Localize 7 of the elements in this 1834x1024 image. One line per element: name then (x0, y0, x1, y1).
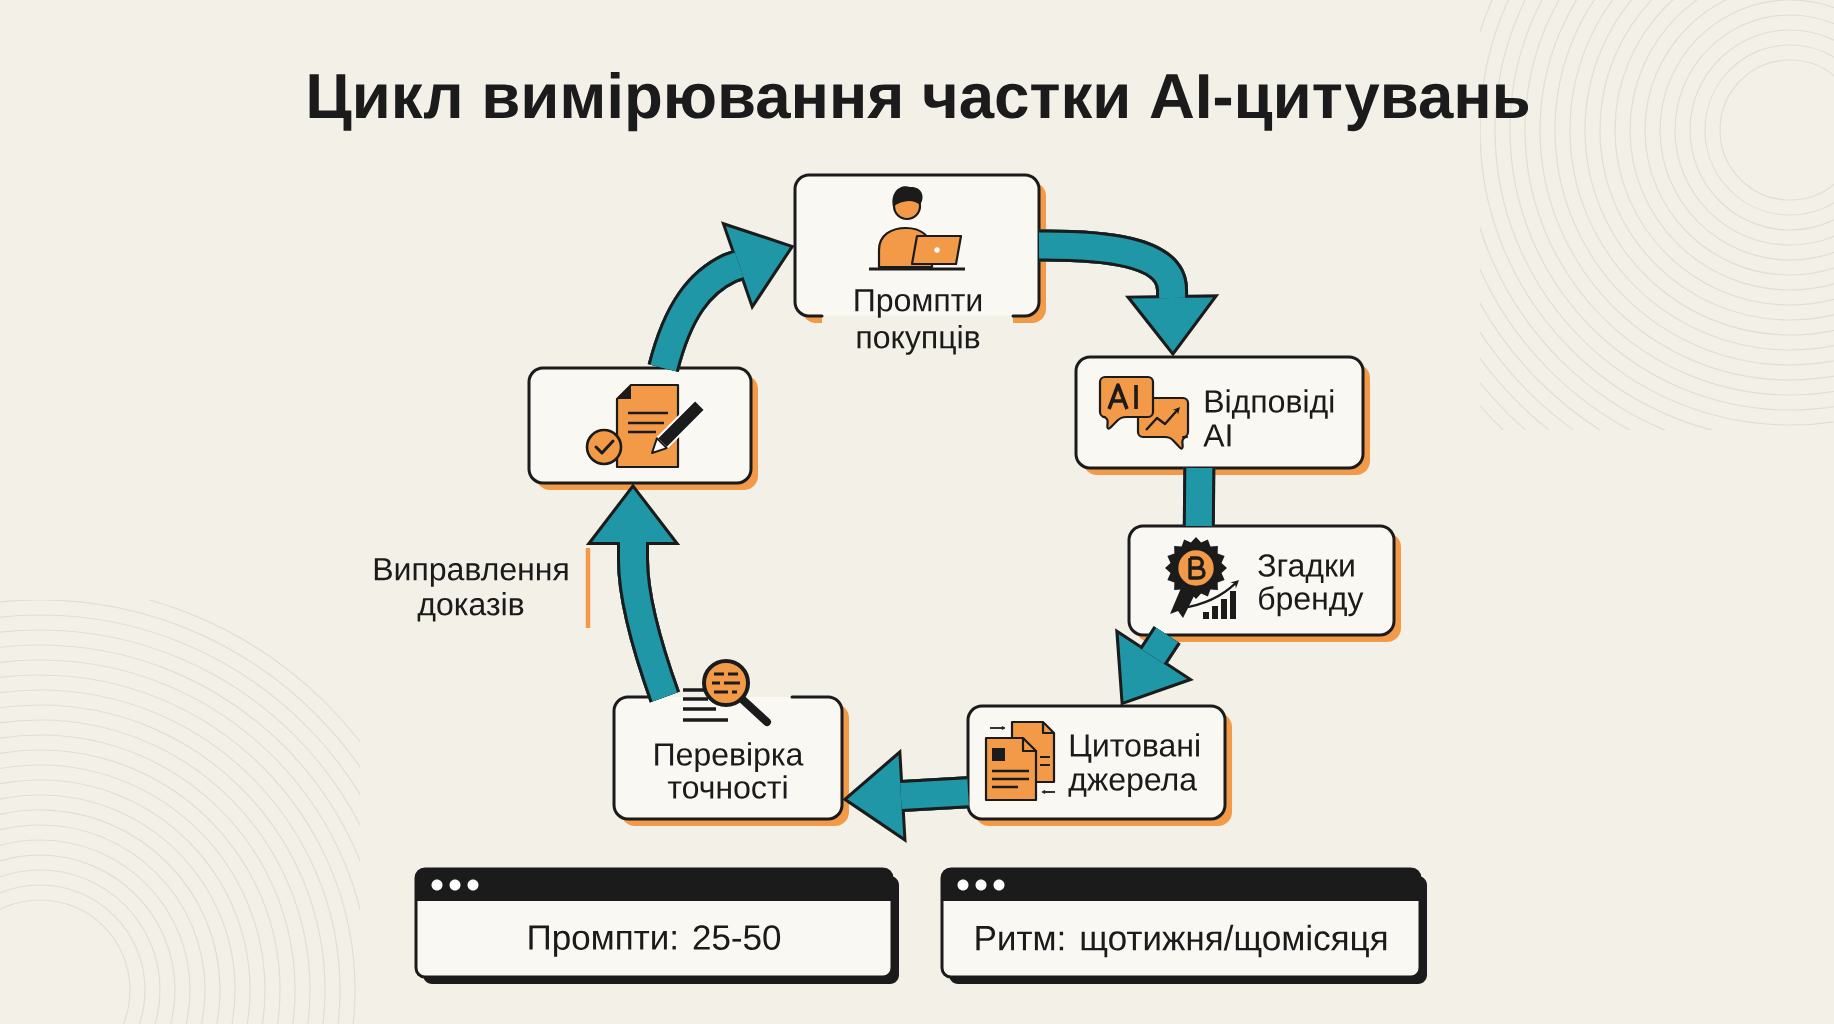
process-box: Промпти покупців (793, 173, 1046, 355)
window-panel: Ритм: щотижня/щомісяця (940, 867, 1427, 984)
connector-band (1182, 467, 1216, 527)
title: Цикл вимірювання частки AI-цитувань (309, 72, 1529, 132)
window-panel: Промпти: 25-50 (414, 867, 899, 984)
process-box: Перевірка точності (612, 695, 849, 826)
edge-label: Виправлення доказів (374, 558, 568, 622)
